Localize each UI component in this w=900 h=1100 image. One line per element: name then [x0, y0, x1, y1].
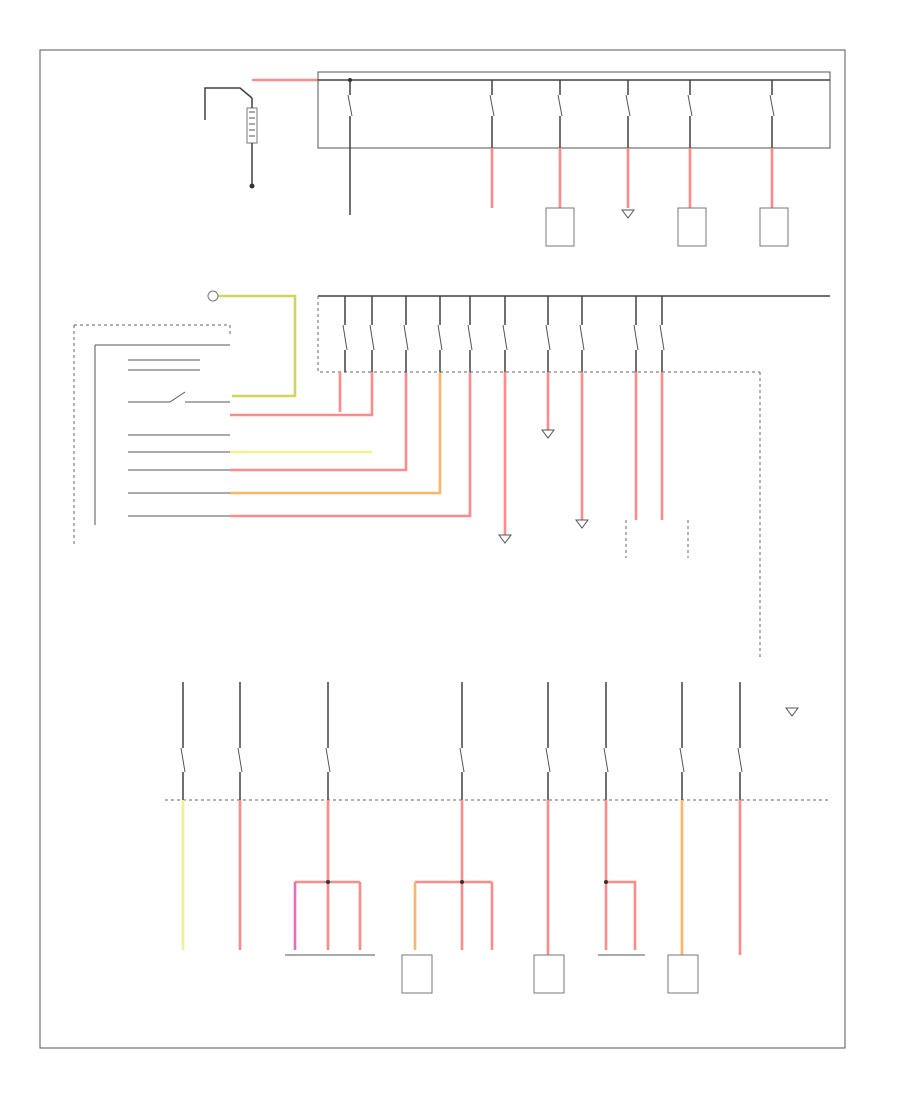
- fuse-icon: [467, 324, 473, 351]
- fuse-icon: [625, 94, 631, 117]
- top-fuse-box: [317, 71, 831, 247]
- fuse-icon: [237, 747, 243, 773]
- connector-icon: [621, 209, 635, 219]
- connector-icon: [541, 429, 555, 439]
- connector-icon: [498, 534, 512, 544]
- fuse-icon: [659, 324, 665, 351]
- component-box: [677, 207, 707, 247]
- fuse-icon: [545, 747, 551, 773]
- middle-fuse-box: [317, 295, 830, 660]
- component-box: [625, 520, 689, 558]
- fuse-icon: [403, 324, 409, 351]
- connector-icon: [785, 707, 799, 717]
- fuse-icon: [369, 324, 375, 351]
- bottom-fuse-section: [165, 682, 830, 994]
- ground-icon: [249, 183, 255, 189]
- component-box: [545, 207, 575, 247]
- component-box: [667, 954, 699, 994]
- battery-icon: [246, 107, 258, 144]
- fuse-icon: [545, 324, 551, 351]
- component-box: [533, 954, 565, 994]
- diagram-frame: [39, 49, 846, 1049]
- fuse-icon: [342, 324, 348, 351]
- ignition-section: [73, 290, 472, 545]
- fuse-icon: [679, 747, 685, 773]
- component-box: [759, 207, 789, 247]
- fuse-box-connector-icon: [207, 290, 219, 302]
- ignition-switch-icon: [169, 391, 186, 403]
- fuse-icon: [737, 747, 743, 773]
- fuse-icon: [603, 747, 609, 773]
- fuse-icon: [437, 324, 443, 351]
- fuse-icon: [769, 94, 775, 117]
- fuse-icon: [459, 747, 465, 773]
- fuse-icon: [347, 94, 353, 117]
- top-fuse-box-outline: [317, 71, 831, 149]
- fuse-icon: [325, 747, 331, 773]
- fuse-icon: [633, 324, 639, 351]
- fuse-icon: [579, 324, 585, 351]
- battery-section: [204, 78, 318, 189]
- component-box: [401, 954, 433, 994]
- fuse-icon: [502, 324, 508, 351]
- fuse-icon: [180, 747, 186, 773]
- connector-icon: [575, 519, 589, 529]
- fuse-icon: [557, 94, 563, 117]
- fuse-icon: [489, 94, 495, 117]
- fuse-icon: [687, 94, 693, 117]
